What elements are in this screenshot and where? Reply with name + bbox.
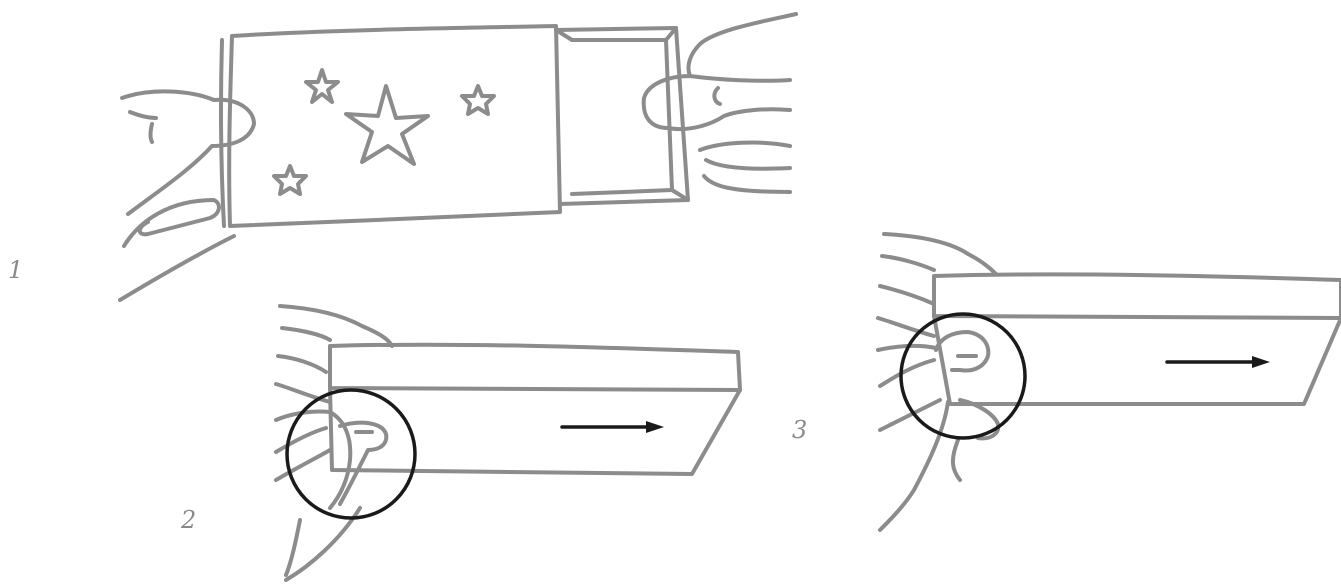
left-hand: [120, 91, 254, 300]
push-right-arrow: [1167, 356, 1270, 368]
box-top-panel: [934, 274, 1341, 318]
star-small-icon: [306, 70, 338, 102]
holding-hand: [878, 234, 998, 530]
star-sleeve: [229, 26, 560, 226]
step-3-illustration: [878, 234, 1341, 530]
star-large-icon: [346, 86, 428, 164]
step-number-2: 2: [181, 508, 196, 532]
push-right-arrow: [562, 421, 664, 433]
box-tray-side: [934, 316, 1341, 404]
box-tray-side: [330, 388, 740, 474]
star-small-icon: [274, 166, 306, 194]
star-small-icon: [462, 86, 494, 114]
step-number-3: 3: [792, 418, 807, 442]
step-1-illustration: [120, 14, 796, 300]
step-number-1: 1: [8, 258, 23, 282]
box-top-panel: [330, 345, 740, 390]
step-2-illustration: [276, 306, 740, 580]
